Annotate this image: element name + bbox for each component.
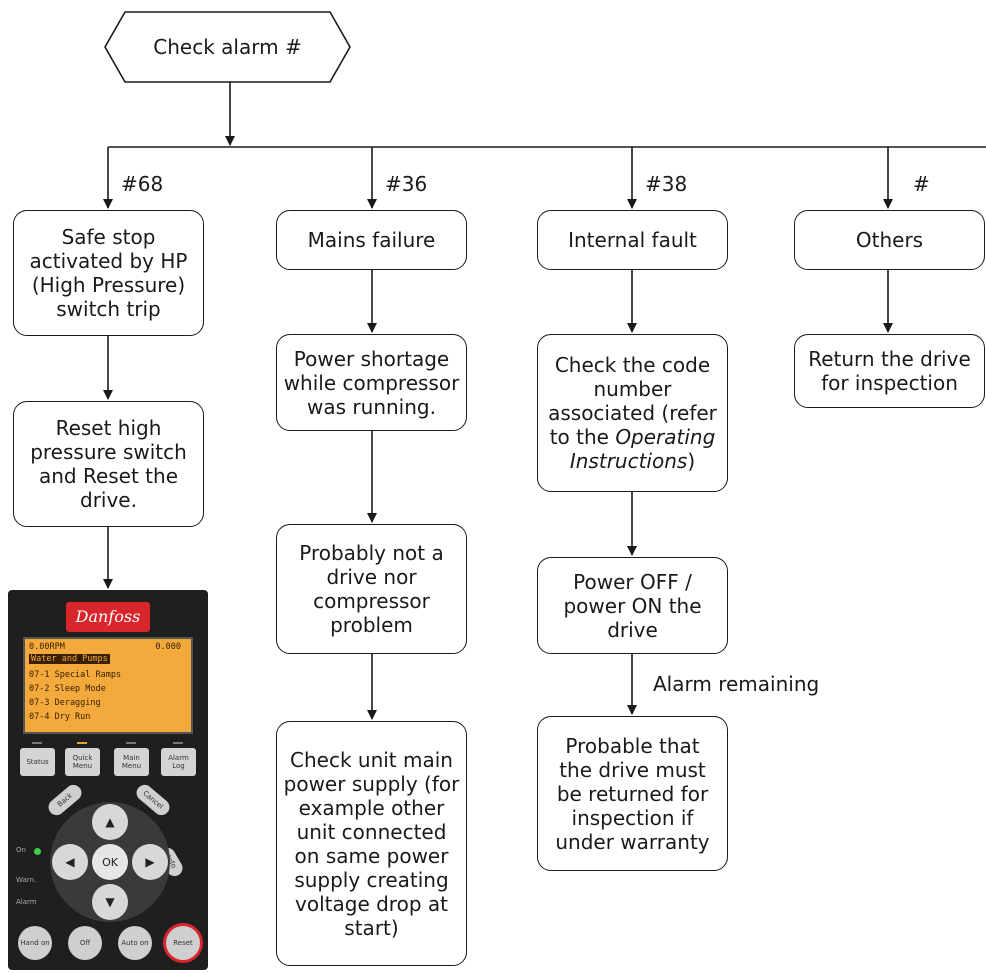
display-speed: 0.00RPM — [29, 642, 65, 652]
display-menu-item: 07-1 Special Ramps — [29, 670, 122, 680]
box-probably-not-drive: Probably not a drive nor compressor prob… — [276, 524, 467, 654]
indicator-warn: Warn. — [16, 876, 37, 884]
main-menu-led — [126, 742, 136, 744]
box-safe-stop-text: Safe stop activated by HP (High Pressure… — [29, 225, 188, 321]
display-menu-item: 07-2 Sleep Mode — [29, 684, 106, 694]
box-internal-fault: Internal fault — [537, 210, 728, 270]
navigation-pad: ▲ ◀ OK ▶ ▼ — [50, 802, 170, 922]
box-safe-stop: Safe stop activated by HP (High Pressure… — [13, 210, 204, 336]
main-menu-key: Main Menu — [114, 742, 149, 776]
status-key-label: Status — [26, 758, 49, 766]
branch-label-36: #36 — [385, 172, 428, 196]
box-probably-not-drive-text: Probably not a drive nor compressor prob… — [299, 541, 444, 637]
box-others: Others — [794, 210, 985, 270]
branch-label-others: # — [913, 172, 930, 196]
box-probable-return: Probable that the drive must be returned… — [537, 716, 728, 871]
start-hexagon — [104, 11, 351, 83]
box-mains-failure: Mains failure — [276, 210, 467, 270]
indicator-alarm: Alarm — [16, 898, 37, 906]
box-reset-hp-switch: Reset high pressure switch and Reset the… — [13, 401, 204, 527]
quick-menu-key-label: Quick Menu — [72, 754, 93, 770]
off-key: Off — [68, 926, 102, 960]
drive-keypad-image: Danfoss 0.00RPM 0.000 Water and Pumps 07… — [8, 590, 208, 970]
code-number-text-pre: Check the code number associated (refer … — [548, 353, 717, 449]
display-menu-item: 07-4 Dry Run — [29, 712, 91, 722]
status-led — [32, 742, 42, 744]
operating-instructions-ref: Operating Instructions — [569, 425, 716, 473]
keypad-display: 0.00RPM 0.000 Water and Pumps 07-1 Speci… — [23, 637, 193, 734]
box-check-main-power-text: Check unit main power supply (for exampl… — [283, 747, 460, 940]
hand-on-key: Hand on — [18, 926, 52, 960]
box-power-shortage: Power shortage while compressor was runn… — [276, 334, 467, 431]
code-number-text-post: ) — [687, 449, 696, 473]
box-check-main-power: Check unit main power supply (for exampl… — [276, 721, 467, 966]
quick-menu-key: Quick Menu — [65, 742, 100, 776]
danfoss-logo: Danfoss — [66, 602, 150, 632]
alarm-log-led — [173, 742, 183, 744]
arrow-up-icon: ▲ — [92, 804, 128, 840]
indicator-on: On — [16, 846, 26, 854]
reset-key: Reset — [166, 926, 200, 960]
on-led — [34, 848, 41, 855]
arrow-down-icon: ▼ — [92, 884, 128, 920]
start-node-label: Check alarm # — [153, 35, 302, 59]
main-menu-key-label: Main Menu — [121, 754, 142, 770]
quick-menu-led — [77, 742, 87, 744]
box-return-drive-text: Return the drive for inspection — [808, 347, 971, 395]
box-power-off-on-text: Power OFF / power ON the drive — [563, 569, 702, 642]
box-others-text: Others — [855, 228, 924, 252]
box-power-shortage-text: Power shortage while compressor was runn… — [283, 346, 460, 419]
display-menu-title: Water and Pumps — [29, 654, 110, 664]
alarm-log-key-label: Alarm Log — [168, 754, 189, 770]
branch-label-68: #68 — [121, 172, 164, 196]
box-return-drive: Return the drive for inspection — [794, 334, 985, 408]
display-value: 0.000 — [155, 642, 181, 652]
box-check-code-number-text: Check the code number associated (refer … — [544, 353, 721, 473]
box-mains-failure-text: Mains failure — [307, 228, 436, 252]
arrow-right-icon: ▶ — [132, 844, 168, 880]
display-menu-title-text: Water and Pumps — [29, 654, 110, 664]
auto-on-key: Auto on — [118, 926, 152, 960]
box-check-code-number: Check the code number associated (refer … — [537, 334, 728, 492]
arrow-left-icon: ◀ — [52, 844, 88, 880]
display-menu-item: 07-3 Deragging — [29, 698, 101, 708]
ok-key: OK — [92, 844, 128, 880]
alarm-remaining-label: Alarm remaining — [653, 672, 820, 696]
box-power-off-on: Power OFF / power ON the drive — [537, 557, 728, 654]
branch-label-38: #38 — [645, 172, 688, 196]
box-probable-return-text: Probable that the drive must be returned… — [555, 733, 710, 854]
alarm-log-key: Alarm Log — [161, 742, 196, 776]
box-reset-hp-switch-text: Reset high pressure switch and Reset the… — [30, 416, 187, 512]
status-key: Status — [20, 742, 55, 776]
box-internal-fault-text: Internal fault — [568, 228, 697, 252]
display-status-line: 0.00RPM 0.000 — [29, 642, 187, 652]
